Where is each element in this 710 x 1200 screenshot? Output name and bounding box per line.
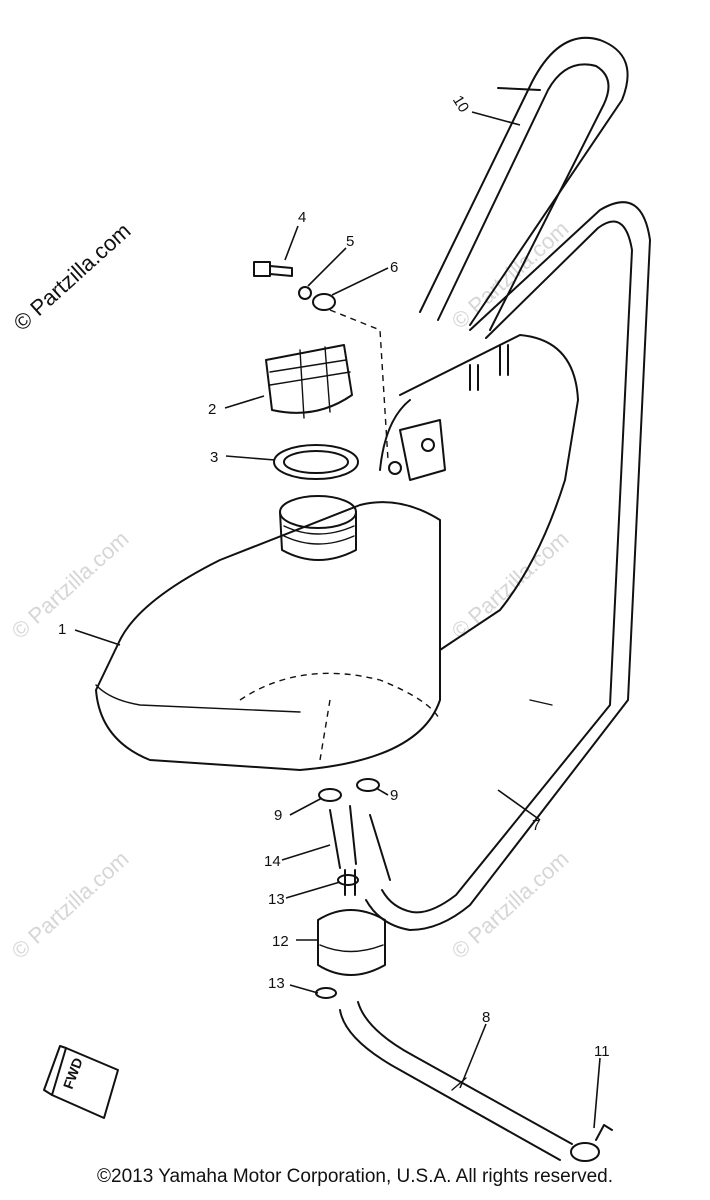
callout-12: 12 (272, 933, 289, 950)
part-14-fuel-hose (329, 805, 391, 881)
watermark-low-left: © Partzilla.com (7, 846, 134, 964)
callout-4: 4 (298, 209, 306, 226)
callout-2: 2 (208, 401, 216, 418)
leader-lines (74, 111, 601, 1129)
callout-13-lower: 13 (268, 975, 285, 992)
fwd-arrow-label: FWD (60, 1056, 86, 1091)
callout-1: 1 (58, 621, 66, 638)
part-1-fuel-tank (95, 334, 579, 771)
part-7-vent-hose (365, 201, 651, 931)
watermark-mid-left: © Partzilla.com (7, 526, 134, 644)
part-9-clamps (318, 778, 380, 802)
part-13-clamp-lower (315, 987, 337, 999)
callout-7: 7 (532, 817, 540, 834)
callout-3: 3 (210, 449, 218, 466)
part-10-breather-hose (419, 36, 629, 331)
part-4-bolt (253, 261, 293, 277)
assembly-line (329, 309, 389, 461)
watermark-top-right: © Partzilla.com (447, 216, 574, 334)
callout-8: 8 (482, 1009, 490, 1026)
copyright-notice: ©2013 Yamaha Motor Corporation, U.S.A. A… (97, 1166, 613, 1187)
part-12-fuel-filter (317, 869, 386, 976)
part-11-hose-clip (570, 1124, 613, 1162)
part-13-clamp-upper (337, 874, 359, 886)
watermark-low-right: © Partzilla.com (447, 846, 574, 964)
part-8-lower-hose (339, 1001, 573, 1161)
callout-labels: 1 2 3 4 5 6 7 8 9 9 10 11 12 13 13 14 (58, 92, 610, 1060)
fwd-arrow: FWD (43, 1045, 119, 1119)
filler-neck (279, 495, 357, 561)
callout-9-right: 9 (390, 787, 398, 804)
part-2-fuel-cap (265, 344, 353, 419)
watermarks: © Partzilla.com © Partzilla.com © Partzi… (7, 216, 574, 964)
callout-6: 6 (390, 259, 398, 276)
callout-11: 11 (594, 1043, 610, 1060)
callout-13-upper: 13 (268, 891, 285, 908)
callout-10: 10 (449, 92, 472, 115)
callout-5: 5 (346, 233, 354, 250)
part-6-washer (312, 293, 336, 311)
callout-9-left: 9 (274, 807, 282, 824)
watermark-top-left: © Partzilla.com (9, 218, 136, 336)
watermark-mid-right: © Partzilla.com (447, 526, 574, 644)
callout-14: 14 (264, 853, 281, 870)
part-5-washer (298, 286, 312, 300)
part-3-gasket (273, 444, 359, 480)
